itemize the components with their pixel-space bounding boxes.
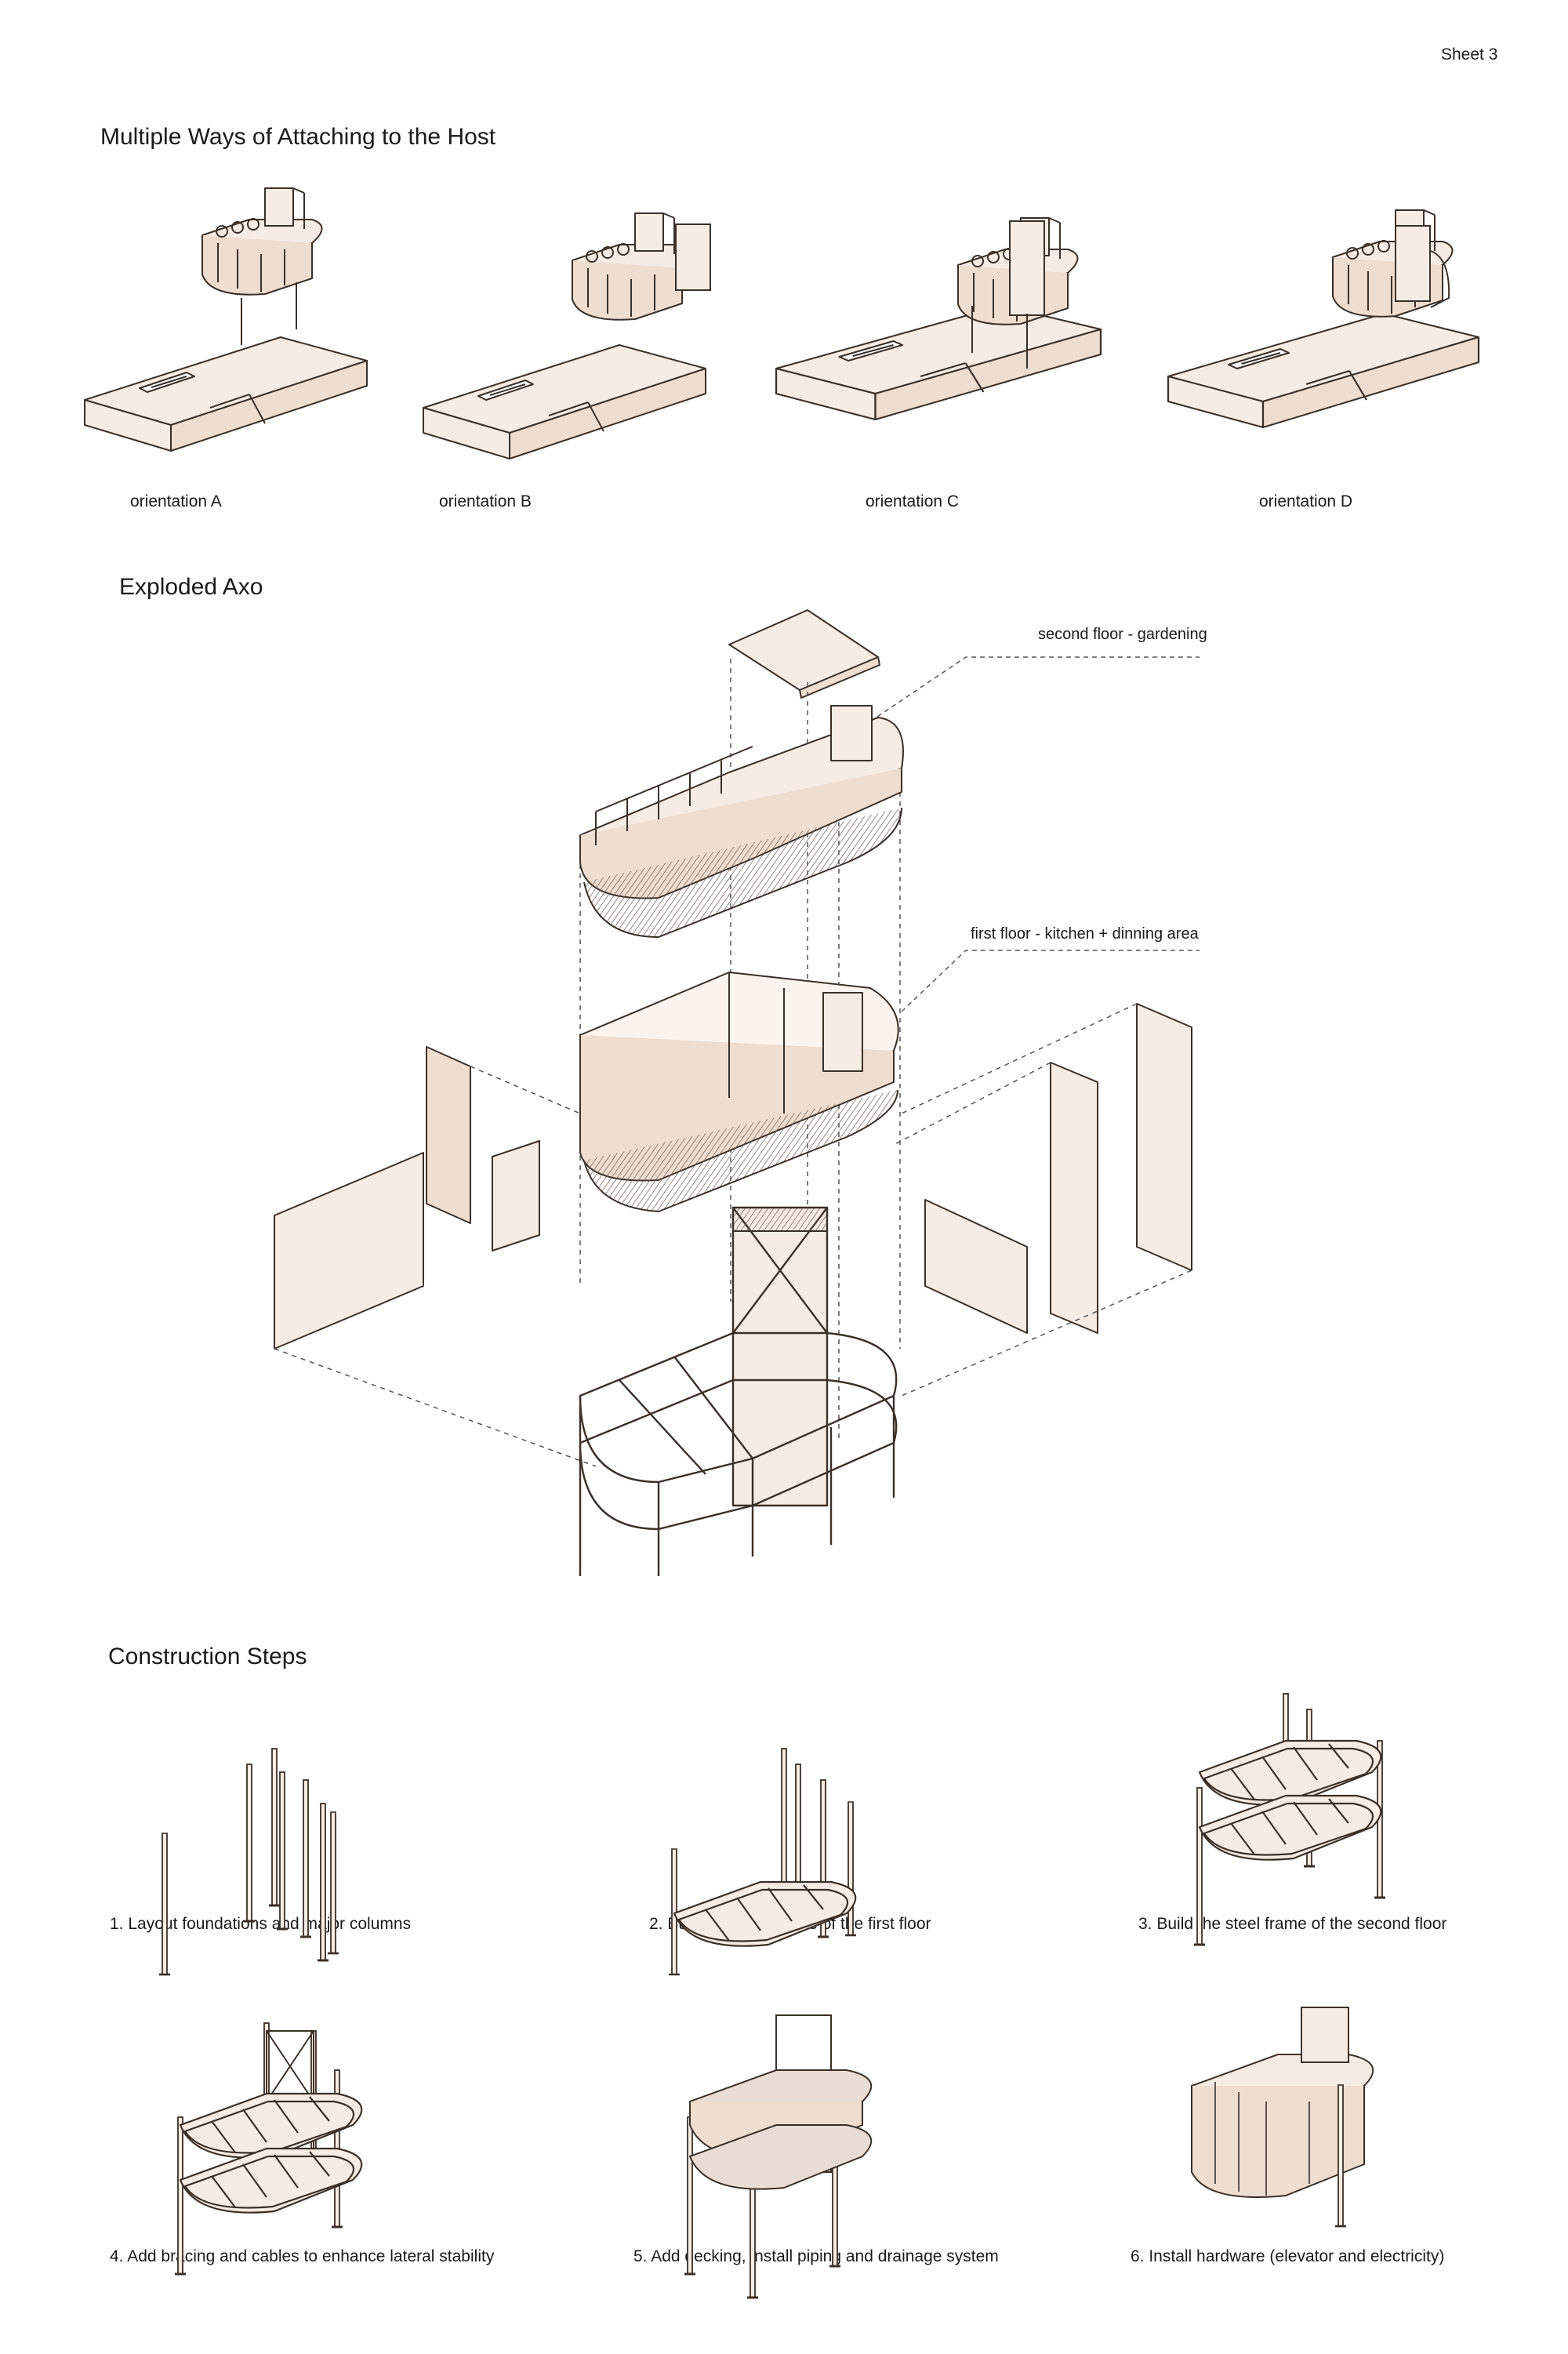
construction-section-title: Construction Steps xyxy=(108,1644,307,1669)
orientation-b-label: orientation B xyxy=(439,492,532,510)
step-6-drawing xyxy=(1190,2007,1374,2228)
step-4-drawing xyxy=(173,2022,363,2276)
step-3-drawing xyxy=(1192,1692,1387,1946)
orientation-b-drawing xyxy=(423,213,711,460)
step-4-label: 4. Add bracing and cables to enhance lat… xyxy=(110,2247,495,2265)
orientation-c-label: orientation C xyxy=(866,492,960,510)
step-5-drawing xyxy=(683,2014,873,2299)
attach-section-title: Multiple Ways of Attaching to the Host xyxy=(100,124,496,150)
second-floor-label: second floor - gardening xyxy=(1038,626,1207,643)
orientation-a-drawing xyxy=(84,187,368,452)
orientation-d-drawing xyxy=(1167,209,1480,429)
sheet-label: Sheet 3 xyxy=(1441,45,1498,64)
orientation-a-label: orientation A xyxy=(130,492,222,510)
orientation-d-label: orientation D xyxy=(1259,492,1353,510)
orientation-c-drawing xyxy=(775,217,1102,421)
first-floor-label: first floor - kitchen + dinning area xyxy=(971,925,1199,943)
step-6-label: 6. Install hardware (elevator and electr… xyxy=(1131,2247,1445,2265)
step-5-label: 5. Add decking, install piping and drain… xyxy=(633,2247,999,2265)
exploded-section-title: Exploded Axo xyxy=(119,574,263,600)
step-2-drawing xyxy=(667,1747,858,1976)
step-3-label: 3. Build the steel frame of the second f… xyxy=(1138,1915,1447,1933)
step-1-drawing xyxy=(158,1747,340,1976)
exploded-axo-drawing xyxy=(274,609,1200,1576)
